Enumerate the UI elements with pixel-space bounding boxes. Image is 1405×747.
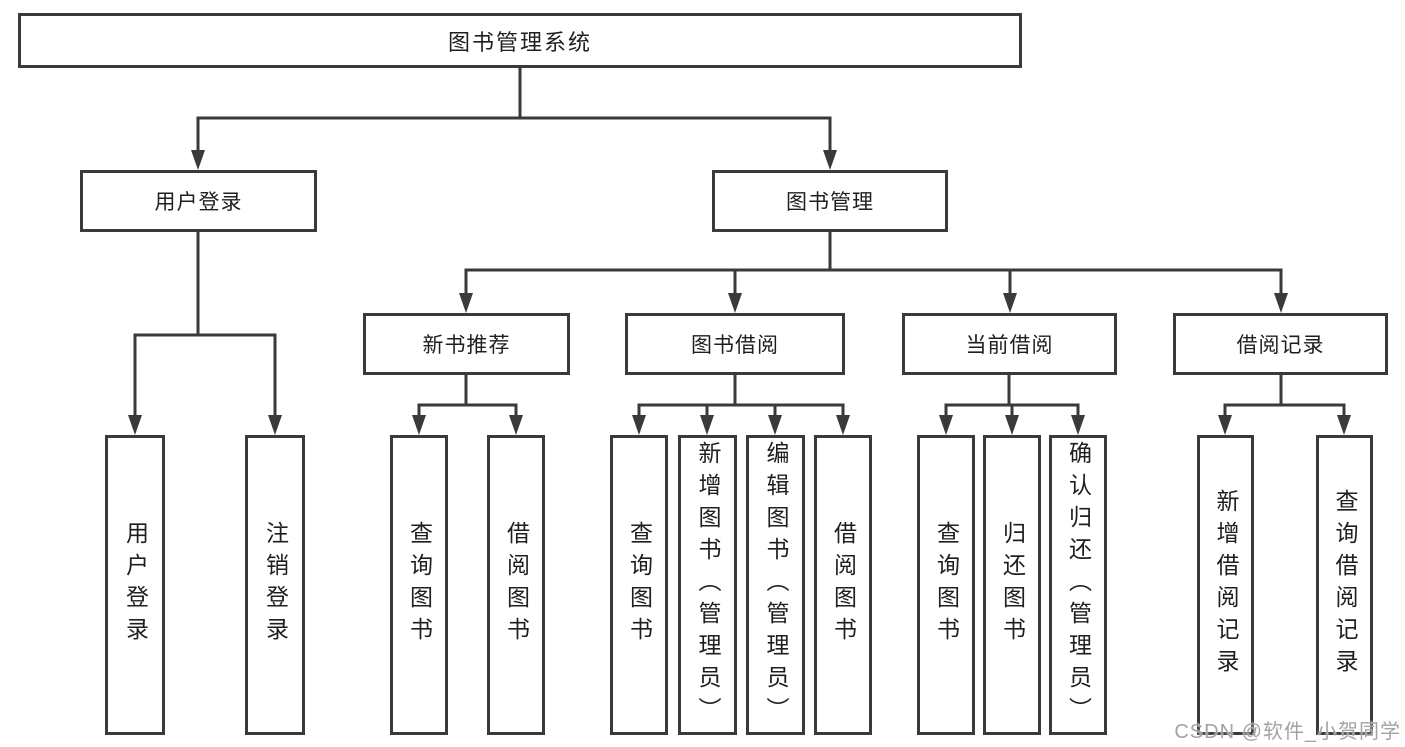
leaf-query-books-borrow-label: 查询图书: [626, 521, 653, 649]
leaf-borrow-books-label: 借阅图书: [830, 521, 857, 649]
connector-new-book-group: [417, 373, 518, 419]
leaf-edit-books-admin-label: 编辑图书（管理员）: [763, 441, 789, 729]
leaf-add-borrow-record: 新增借阅记录: [1197, 435, 1254, 735]
node-borrow-records: 借阅记录: [1173, 313, 1388, 375]
watermark: CSDN @软件_小贺同学: [1174, 721, 1401, 743]
leaf-add-borrow-record-label: 新增借阅记录: [1213, 489, 1239, 681]
leaf-user-login: 用户登录: [105, 435, 165, 735]
leaf-query-books-recommend-label: 查询图书: [406, 521, 433, 649]
leaf-confirm-return-admin: 确认归还（管理员）: [1049, 435, 1107, 735]
node-new-book-recommend-label: 新书推荐: [422, 334, 511, 357]
leaf-logout-login: 注销登录: [245, 435, 305, 735]
leaf-edit-books-admin: 编辑图书（管理员）: [746, 435, 805, 735]
node-current-borrow-label: 当前借阅: [965, 334, 1054, 357]
leaf-user-login-label: 用户登录: [122, 521, 149, 649]
node-user-login-label: 用户登录: [154, 191, 243, 214]
node-current-borrow: 当前借阅: [902, 313, 1117, 375]
leaf-query-borrow-record-label: 查询借阅记录: [1332, 489, 1358, 681]
connector-user-login-group: [133, 230, 277, 417]
leaf-borrow-books: 借阅图书: [814, 435, 872, 735]
leaf-confirm-return-admin-label: 确认归还（管理员）: [1065, 441, 1092, 729]
connector-borrow-records-group: [1223, 373, 1346, 419]
node-root-system: 图书管理系统: [18, 13, 1022, 68]
node-borrow-records-label: 借阅记录: [1236, 334, 1325, 357]
leaf-query-books-borrow: 查询图书: [610, 435, 668, 735]
leaf-return-books: 归还图书: [983, 435, 1041, 735]
node-user-login: 用户登录: [80, 170, 317, 232]
connector-current-borrow-group: [944, 373, 1080, 419]
leaf-return-books-label: 归还图书: [999, 521, 1026, 649]
leaf-query-books-current: 查询图书: [917, 435, 975, 735]
node-new-book-recommend: 新书推荐: [363, 313, 570, 375]
node-book-borrow-label: 图书借阅: [691, 334, 779, 357]
connector-book-mgmt-to-level3: [464, 230, 1283, 296]
leaf-query-borrow-record: 查询借阅记录: [1316, 435, 1373, 735]
leaf-logout-login-label: 注销登录: [262, 521, 289, 649]
node-book-mgmt-label: 图书管理: [786, 191, 874, 214]
node-book-mgmt: 图书管理: [712, 170, 948, 232]
leaf-borrow-books-recommend: 借阅图书: [487, 435, 545, 735]
leaf-borrow-books-recommend-label: 借阅图书: [503, 521, 530, 649]
node-root-label: 图书管理系统: [447, 29, 592, 55]
leaf-add-books-admin: 新增图书（管理员）: [678, 435, 737, 735]
connector-book-borrow-group: [637, 373, 845, 419]
leaf-query-books-recommend: 查询图书: [390, 435, 448, 735]
connector-root-to-level2: [196, 66, 832, 152]
leaf-add-books-admin-label: 新增图书（管理员）: [695, 441, 721, 729]
leaf-query-books-current-label: 查询图书: [933, 521, 960, 649]
arrowheads: [128, 150, 1351, 435]
node-book-borrow: 图书借阅: [625, 313, 845, 375]
